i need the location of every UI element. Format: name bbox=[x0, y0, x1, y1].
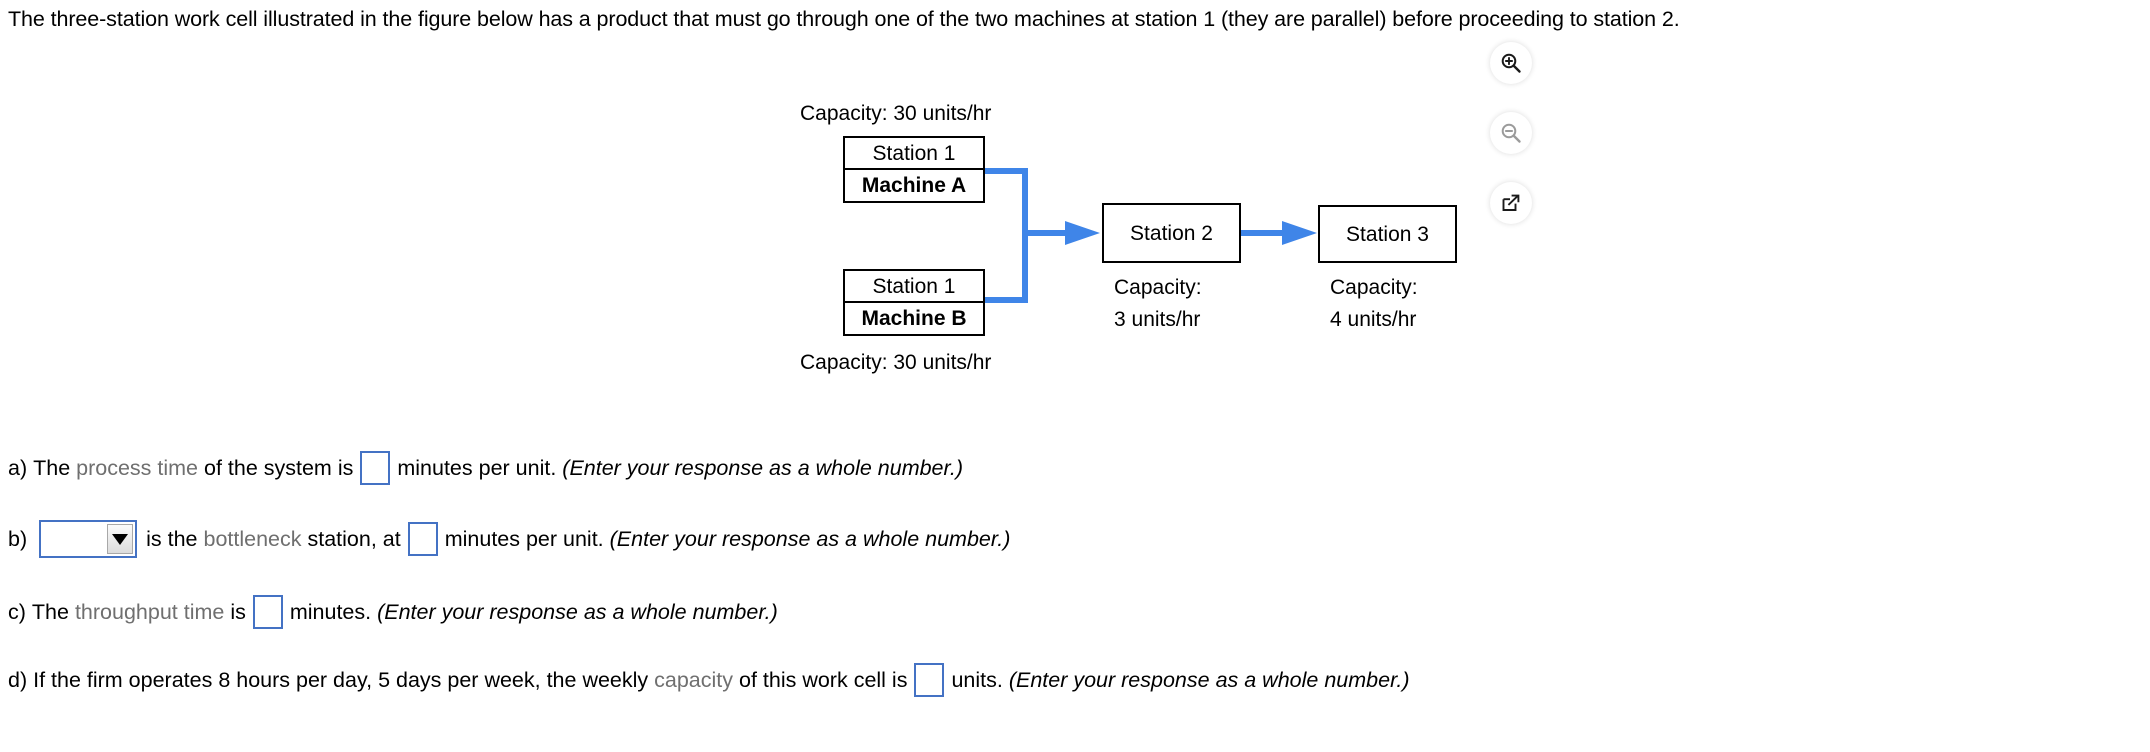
zoom-in-button[interactable] bbox=[1490, 42, 1532, 84]
node-station1-machine-b: Station 1 Machine B bbox=[843, 269, 985, 336]
question-c-seg3: minutes. bbox=[289, 600, 378, 624]
question-d-seg2: of this work cell is bbox=[733, 668, 908, 692]
station3-capacity-line2: 4 units/hr bbox=[1330, 308, 1417, 331]
question-b-term-link[interactable]: bottleneck bbox=[203, 527, 302, 551]
work-cell-diagram: Capacity: 30 units/hr Station 1 Machine … bbox=[0, 0, 1560, 420]
open-in-new-window-icon bbox=[1502, 194, 1520, 211]
question-d-term-link[interactable]: capacity bbox=[654, 668, 734, 692]
question-a-hint: (Enter your response as a whole number.) bbox=[562, 456, 964, 480]
machine-b-capacity-label: Capacity: 30 units/hr bbox=[800, 351, 992, 374]
machine-a-capacity-label: Capacity: 30 units/hr bbox=[800, 102, 992, 125]
zoom-out-button[interactable] bbox=[1490, 112, 1532, 154]
question-a-answer-input[interactable] bbox=[360, 451, 391, 485]
zoom-in-icon bbox=[1501, 53, 1521, 73]
question-d-answer-input[interactable] bbox=[914, 663, 945, 697]
node-station2: Station 2 bbox=[1102, 203, 1241, 263]
question-c-answer-input[interactable] bbox=[252, 595, 283, 629]
question-c-seg1: The bbox=[31, 600, 75, 624]
station3-capacity-line1: Capacity: bbox=[1330, 276, 1418, 299]
question-a-seg2: of the system is bbox=[198, 456, 354, 480]
question-c-marker: c) bbox=[8, 600, 26, 624]
question-a-row: a) The process time of the system is min… bbox=[8, 451, 963, 485]
question-d-seg1: If the firm operates 8 hours per day, 5 … bbox=[33, 668, 655, 692]
node-station2-title: Station 2 bbox=[1130, 221, 1213, 245]
question-b-row: b) is the bottleneck station, at minutes… bbox=[8, 520, 1010, 558]
question-d-row: d) If the firm operates 8 hours per day,… bbox=[8, 663, 1410, 697]
node-station1-machine-a: Station 1 Machine A bbox=[843, 136, 985, 203]
question-b-seg1: is the bbox=[146, 527, 204, 551]
question-a-marker: a) bbox=[8, 456, 28, 480]
question-c-hint: (Enter your response as a whole number.) bbox=[377, 600, 778, 624]
question-b-seg2: station, at bbox=[301, 527, 401, 551]
question-prompt: The three-station work cell illustrated … bbox=[8, 7, 1680, 31]
question-b-hint: (Enter your response as a whole number.) bbox=[609, 527, 1011, 551]
bottleneck-station-dropdown[interactable] bbox=[39, 520, 138, 558]
question-d-hint: (Enter your response as a whole number.) bbox=[1008, 668, 1410, 692]
node-station1-machine-a-title: Station 1 bbox=[845, 138, 983, 170]
question-c-seg2: is bbox=[224, 600, 246, 624]
station2-capacity-line2: 3 units/hr bbox=[1114, 308, 1201, 331]
node-station3: Station 3 bbox=[1318, 205, 1457, 263]
question-b-seg3: minutes per unit. bbox=[444, 527, 610, 551]
question-b-marker: b) bbox=[8, 527, 28, 551]
question-a-seg3: minutes per unit. bbox=[397, 456, 563, 480]
question-b-answer-input[interactable] bbox=[407, 522, 438, 556]
chevron-down-icon bbox=[112, 533, 129, 545]
station2-capacity-line1: Capacity: bbox=[1114, 276, 1202, 299]
node-station1-machine-b-subtitle: Machine B bbox=[861, 307, 967, 330]
question-a-term-link[interactable]: process time bbox=[76, 456, 199, 480]
node-station1-machine-a-subtitle: Machine A bbox=[861, 174, 967, 197]
node-station1-machine-b-title: Station 1 bbox=[845, 271, 983, 303]
dropdown-toggle[interactable] bbox=[107, 524, 134, 554]
question-c-term-link[interactable]: throughput time bbox=[74, 600, 225, 624]
question-d-marker: d) bbox=[8, 668, 28, 692]
question-a-seg1: The bbox=[33, 456, 77, 480]
question-c-row: c) The throughput time is minutes. (Ente… bbox=[8, 595, 778, 629]
question-d-seg3: units. bbox=[951, 668, 1009, 692]
node-station3-title: Station 3 bbox=[1346, 222, 1429, 246]
zoom-out-icon bbox=[1501, 123, 1521, 143]
open-in-new-window-button[interactable] bbox=[1490, 182, 1532, 224]
